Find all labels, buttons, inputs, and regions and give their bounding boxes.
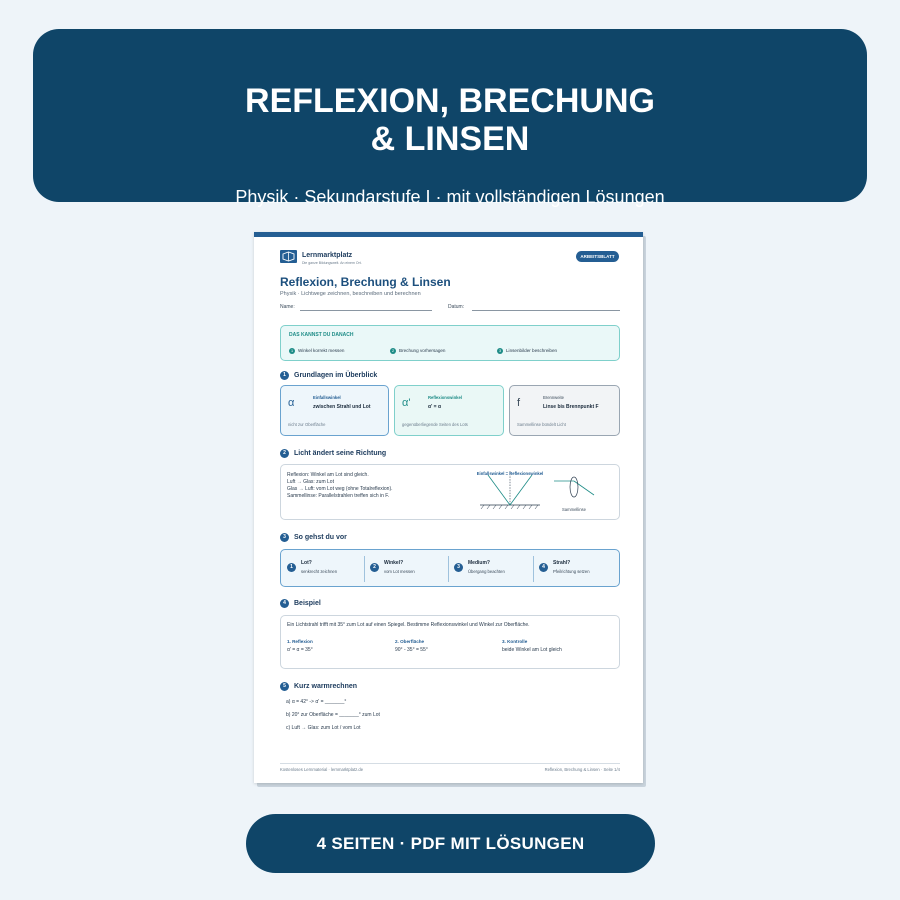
name-label: Name: <box>280 304 295 310</box>
card-main: zwischen Strahl und Lot <box>313 404 371 410</box>
card-symbol: f <box>517 397 521 409</box>
step-number: 4 <box>539 563 548 572</box>
brand-logo-icon <box>280 250 297 263</box>
section-title: Beispiel <box>294 600 321 607</box>
sheet-title: Reflexion, Brechung & Linsen <box>280 275 451 289</box>
goal-bullet: 2 <box>390 348 396 354</box>
step-divider <box>364 556 365 582</box>
example-col-head: 1. Reflexion <box>287 639 313 644</box>
footer-left: Kostenloses Lernmaterial · lernmarktplat… <box>280 767 364 772</box>
reflection-label: Einfallswinkel = Reflexionswinkel <box>477 471 543 476</box>
lens-ray-out <box>573 480 595 496</box>
step-divider <box>533 556 534 582</box>
banner-subtitle: Physik · Sekundarstufe I · mit vollständ… <box>235 187 665 207</box>
exercise-item: b) 20° zur Oberfläche = _______° zum Lot <box>286 712 380 718</box>
card-main: α' = α <box>428 404 442 410</box>
rules-box: Reflexion: Winkel am Lot sind gleich. Lu… <box>280 464 620 520</box>
steps-box: 1 Lot? senkrecht zeichnen 2 Winkel? vom … <box>280 549 620 587</box>
brand-tagline: Die ganze Bildungswelt. An einem Ort. <box>302 261 362 265</box>
card-symbol: α' <box>402 397 411 409</box>
card-note: Sammellinse bündelt Licht <box>517 422 566 427</box>
exercise-item: c) Luft → Glas: zum Lot / vom Lot <box>286 725 361 731</box>
sheet-subtitle: Physik · Lichtwege zeichnen, beschreiben… <box>280 291 421 297</box>
example-col-head: 2. Oberfläche <box>395 639 425 644</box>
section-number: 4 <box>280 599 289 608</box>
date-line <box>472 310 620 311</box>
section-title: Kurz warmrechnen <box>294 683 358 690</box>
footer-divider <box>280 763 620 764</box>
brand-name: Lernmarktplatz <box>302 252 353 259</box>
goal-item: Linsenbilder beschreiben <box>506 348 558 353</box>
reflected-ray <box>509 474 533 506</box>
example-box: Ein Lichtstrahl trifft mit 35° zum Lot a… <box>280 615 620 669</box>
step-number: 1 <box>287 563 296 572</box>
step-title: Medium? <box>468 560 490 566</box>
optics-diagram: Einfallswinkel = Reflexionswinkel Sammel… <box>477 471 595 512</box>
lens-icon <box>569 476 579 498</box>
rule-line: Sammellinse: Parallelstrahlen treffen si… <box>287 493 390 499</box>
name-line <box>300 310 432 311</box>
step-number: 2 <box>370 563 379 572</box>
step-sub: senkrecht zeichnen <box>301 569 338 574</box>
learning-goals-box: DAS KANNST DU DANACH 1 Winkel korrekt me… <box>280 325 620 361</box>
section-number: 5 <box>280 682 289 691</box>
section-title: Grundlagen im Überblick <box>294 372 378 379</box>
card-main: Linse bis Brennpunkt F <box>543 404 599 410</box>
goal-bullet: 1 <box>289 348 295 354</box>
concept-card: α Einfallswinkel zwischen Strahl und Lot… <box>280 385 389 436</box>
section-title: Licht ändert seine Richtung <box>294 450 387 457</box>
concept-card: α' Reflexionswinkel α' = α gegenüberlieg… <box>394 385 504 436</box>
example-col-body: 90° - 35° = 55° <box>395 647 428 653</box>
rule-line: Glas → Luft: vom Lot weg (ohne Totalrefl… <box>287 486 393 492</box>
banner-title-line1: REFLEXION, BRECHUNG <box>245 82 655 120</box>
step-sub: Pfeilrichtung setzen <box>553 569 590 574</box>
section-number: 1 <box>280 371 289 380</box>
worksheet-badge: ARBEITSBLATT <box>576 251 619 262</box>
card-note: nicht zur Oberfläche <box>288 422 326 427</box>
rule-line: Reflexion: Winkel am Lot sind gleich. <box>287 472 369 478</box>
step-number: 3 <box>454 563 463 572</box>
learning-goals-title: DAS KANNST DU DANACH <box>289 332 354 338</box>
goal-item: Brechung vorhersagen <box>399 348 446 353</box>
footer-right: Reflexion, Brechung & Linsen · Seite 1/4 <box>544 767 620 772</box>
card-label: Reflexionswinkel <box>428 395 462 400</box>
mirror-hatching <box>480 504 540 510</box>
header-banner: REFLEXION, BRECHUNG & LINSEN Physik · Se… <box>33 29 867 207</box>
example-col-head: 3. Kontrolle <box>502 639 528 644</box>
concept-card: f Brennweite Linse bis Brennpunkt F Samm… <box>509 385 620 436</box>
step-title: Winkel? <box>384 560 404 566</box>
step-sub: vom Lot messen <box>384 569 415 574</box>
rule-line: Luft → Glas: zum Lot <box>287 479 334 485</box>
section-number: 2 <box>280 449 289 458</box>
goal-bullet: 3 <box>497 348 503 354</box>
step-divider <box>448 556 449 582</box>
pages-pdf-badge: 4 SEITEN · PDF MIT LÖSUNGEN <box>246 814 655 873</box>
card-symbol: α <box>288 397 295 409</box>
section-number: 3 <box>280 533 289 542</box>
section-title: So gehst du vor <box>294 534 347 541</box>
card-label: Brennweite <box>543 395 564 400</box>
lens-label: Sammellinse <box>562 507 587 512</box>
card-label: Einfallswinkel <box>313 395 341 400</box>
step-title: Lot? <box>301 560 312 566</box>
goal-item: Winkel korrekt messen <box>298 348 345 353</box>
example-col-body: α' = α = 35° <box>287 647 313 653</box>
step-title: Strahl? <box>553 560 571 566</box>
date-label: Datum: <box>448 304 465 310</box>
step-sub: Übergang beachten <box>468 569 505 574</box>
worksheet-preview: Lernmarktplatz Die ganze Bildungswelt. A… <box>254 232 643 783</box>
banner-title-line2: & LINSEN <box>370 120 530 158</box>
card-note: gegenüberliegende Seiten des Lots <box>402 422 468 427</box>
incident-ray <box>487 474 511 506</box>
example-col-body: beide Winkel am Lot gleich <box>502 647 562 653</box>
example-text: Ein Lichtstrahl trifft mit 35° zum Lot a… <box>287 622 530 628</box>
exercise-item: a) α = 42° -> α' = _______° <box>286 699 347 705</box>
